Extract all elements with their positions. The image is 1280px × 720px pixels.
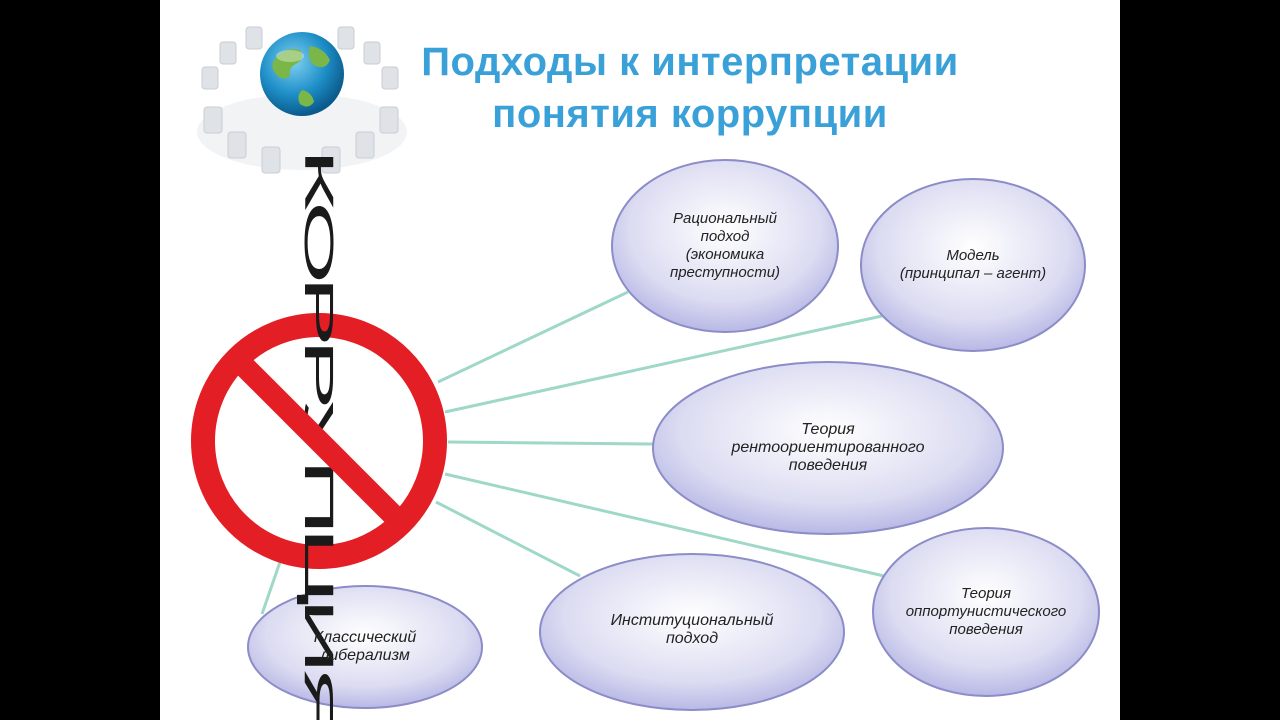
node-rent-line-2: рентоориентированного [731,439,925,456]
node-institutional-line-1: Институциональный [610,612,774,629]
node-rational-line-2: подход [700,228,750,245]
title-line-1: Подходы к интерпретации [421,40,959,84]
node-model [860,178,1086,352]
node-opportunistic-line-3: поведения [949,621,1023,638]
sign-ring [191,313,447,569]
node-liberalism-line-1: Классический [313,629,417,646]
node-liberalism [247,585,483,709]
no-corruption-sign [191,313,447,569]
connector-opportunistic [444,472,885,578]
node-rational-line-4: преступности) [669,264,781,281]
node-opportunistic [872,527,1100,697]
globe-icon [197,26,407,174]
title-line-2: понятия коррупции [492,92,888,136]
connector-rational [437,290,629,384]
node-rent [652,361,1004,535]
node-model-line-2: (принципал – агент) [899,265,1047,282]
page-title: Подходы к интерпретации понятия коррупци… [370,36,1010,140]
connector-model [444,314,883,414]
node-institutional-line-2: подход [665,630,719,647]
connector-rent [447,440,655,446]
slide: Подходы к интерпретации понятия коррупци… [160,0,1120,720]
node-liberalism-line-2: либерализм [320,647,410,664]
diagram [247,159,1100,711]
connector-institutional [435,500,581,578]
node-opportunistic-line-1: Теория [960,585,1012,602]
node-institutional [539,553,845,711]
node-model-label: Модель(принципал – агент) [878,232,1068,298]
node-model-line-1: Модель [946,247,1000,264]
node-opportunistic-line-2: оппортунистического [905,603,1067,620]
node-rational-line-1: Рациональный [672,210,778,227]
node-rent-line-3: поведения [788,457,868,474]
node-rational [611,159,839,333]
connector-liberalism [260,561,282,615]
node-rational-line-3: (экономика [685,246,765,263]
node-rent-line-1: Теория [801,421,855,438]
